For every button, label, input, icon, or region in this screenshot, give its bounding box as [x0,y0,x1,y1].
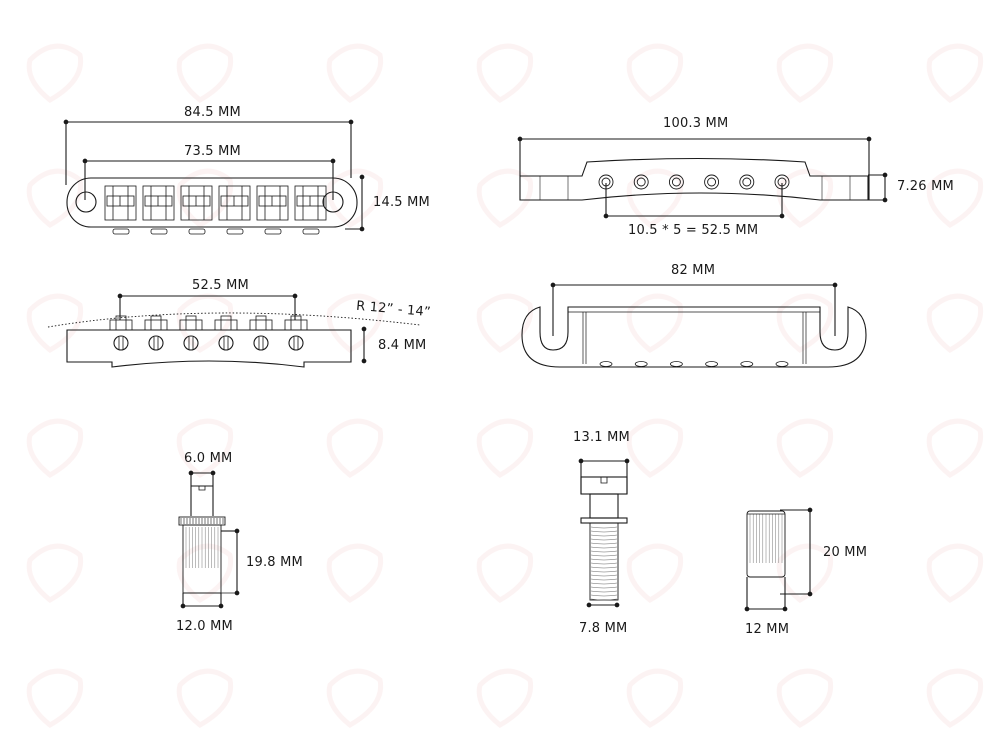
tailpiece-height-label: 7.26 MM [897,179,954,194]
watermark-pick-icon [770,535,840,605]
watermark-pick-icon [20,660,90,730]
post-head-width-label: 6.0 MM [184,451,233,466]
watermark-pick-icon [620,35,690,105]
watermark-pick-icon [320,35,390,105]
watermark-pick-icon [470,660,540,730]
bridge-post-spacing-label: 73.5 MM [184,144,241,159]
watermark-pick-icon [20,35,90,105]
bridge-overall-width-label: 84.5 MM [184,105,241,120]
watermark-pick-icon [620,410,690,480]
watermark-pick-icon [320,535,390,605]
post-insert-height-label: 19.8 MM [246,555,303,570]
watermark-pick-icon [920,535,990,605]
watermark-pick-icon [20,285,90,355]
watermark-pick-icon [620,660,690,730]
bridge-depth-label: 14.5 MM [373,195,430,210]
watermark-pick-icon [170,160,240,230]
watermark-pick-icon [170,660,240,730]
watermark-pick-icon [470,285,540,355]
watermark-pick-icon [770,410,840,480]
bridge-post-drawing [178,470,240,609]
watermark-pick-icon [620,535,690,605]
tailpiece-slot-spacing-label: 82 MM [671,263,716,278]
watermark-pick-icon [20,410,90,480]
anchor-diameter-label: 12 MM [745,622,790,637]
watermark-pick-icon [920,660,990,730]
watermark-pick-icon [770,35,840,105]
watermark-pick-icon [770,660,840,730]
stud-thread-diameter-label: 7.8 MM [579,621,628,636]
watermark-pick-icon [170,410,240,480]
tailpiece-hole-spacing-label: 10.5 * 5 = 52.5 MM [628,223,759,238]
stud-head-width-label: 13.1 MM [573,430,630,445]
watermark-pick-icon [470,410,540,480]
tailpiece-width-label: 100.3 MM [663,116,729,131]
watermark-pick-icon [920,35,990,105]
watermark-pick-icon [470,35,540,105]
post-insert-diameter-label: 12.0 MM [176,619,233,634]
tailpiece-top-view [521,282,867,368]
bridge-height-label: 8.4 MM [378,338,427,353]
tailpiece-front-view [517,136,888,219]
watermark-pick-icon [620,160,690,230]
anchor-height-label: 20 MM [823,545,868,560]
watermark-pick-icon [20,160,90,230]
watermark-pick-icon [920,160,990,230]
watermark-pick-icon [320,660,390,730]
bridge-top-view [63,119,365,235]
watermark-pick-icon [320,410,390,480]
watermark-pick-icon [470,535,540,605]
watermark-pick-icon [470,160,540,230]
bridge-string-spacing-label: 52.5 MM [192,278,249,293]
watermark-pick-icon [770,285,840,355]
tailpiece-stud-drawing [578,458,630,608]
watermark-pick-icon [920,285,990,355]
watermark-pick-icon [920,410,990,480]
tailpiece-anchor-drawing [744,507,813,612]
watermark-pick-icon [170,35,240,105]
watermark-pick-icon [620,285,690,355]
bridge-side-view [47,293,421,368]
watermark-pick-icon [20,535,90,605]
watermark-pick-icon [320,160,390,230]
